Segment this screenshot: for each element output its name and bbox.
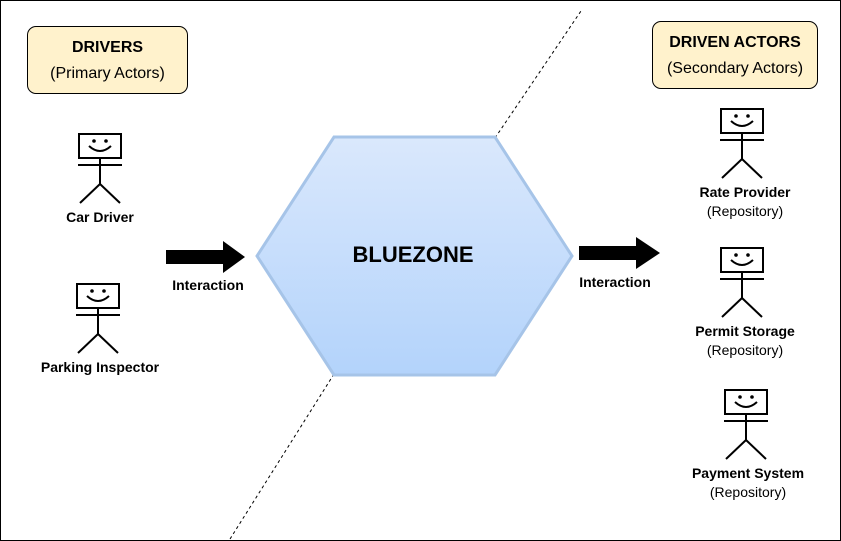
actor-label-rate-provider: Rate Provider (Repository) (699, 184, 791, 219)
actor-icon-car-driver (78, 133, 122, 204)
interaction-label-left: Interaction (172, 277, 244, 293)
interaction-label-right: Interaction (579, 274, 651, 290)
driven-actors-box: DRIVEN ACTORS (Secondary Actors) (652, 21, 818, 89)
drivers-box: DRIVERS (Primary Actors) (27, 26, 188, 94)
arrow-right (579, 237, 660, 269)
bluezone-label: BLUEZONE (352, 242, 474, 267)
actor-icon-parking-inspector (76, 283, 120, 354)
actor-icon-permit-storage (720, 247, 764, 318)
driven-actors-title: DRIVEN ACTORS (669, 34, 801, 51)
actor-label-parking-inspector: Parking Inspector (40, 359, 160, 375)
bluezone-hexagon (255, 135, 574, 377)
driven-actors-subtitle: (Secondary Actors) (666, 60, 804, 77)
boundary-line-top (494, 10, 582, 139)
actor-label-payment-system: Payment System (Repository) (691, 465, 805, 500)
arrow-left (166, 241, 245, 273)
boundary-line-bottom (229, 373, 335, 540)
actor-label-permit-storage: Permit Storage (Repository) (695, 323, 795, 358)
actor-icon-payment-system (724, 389, 768, 460)
drivers-title: DRIVERS (71, 39, 144, 56)
actor-label-car-driver: Car Driver (66, 209, 134, 225)
drivers-subtitle: (Primary Actors) (50, 65, 165, 82)
actor-icon-rate-provider (720, 108, 764, 179)
